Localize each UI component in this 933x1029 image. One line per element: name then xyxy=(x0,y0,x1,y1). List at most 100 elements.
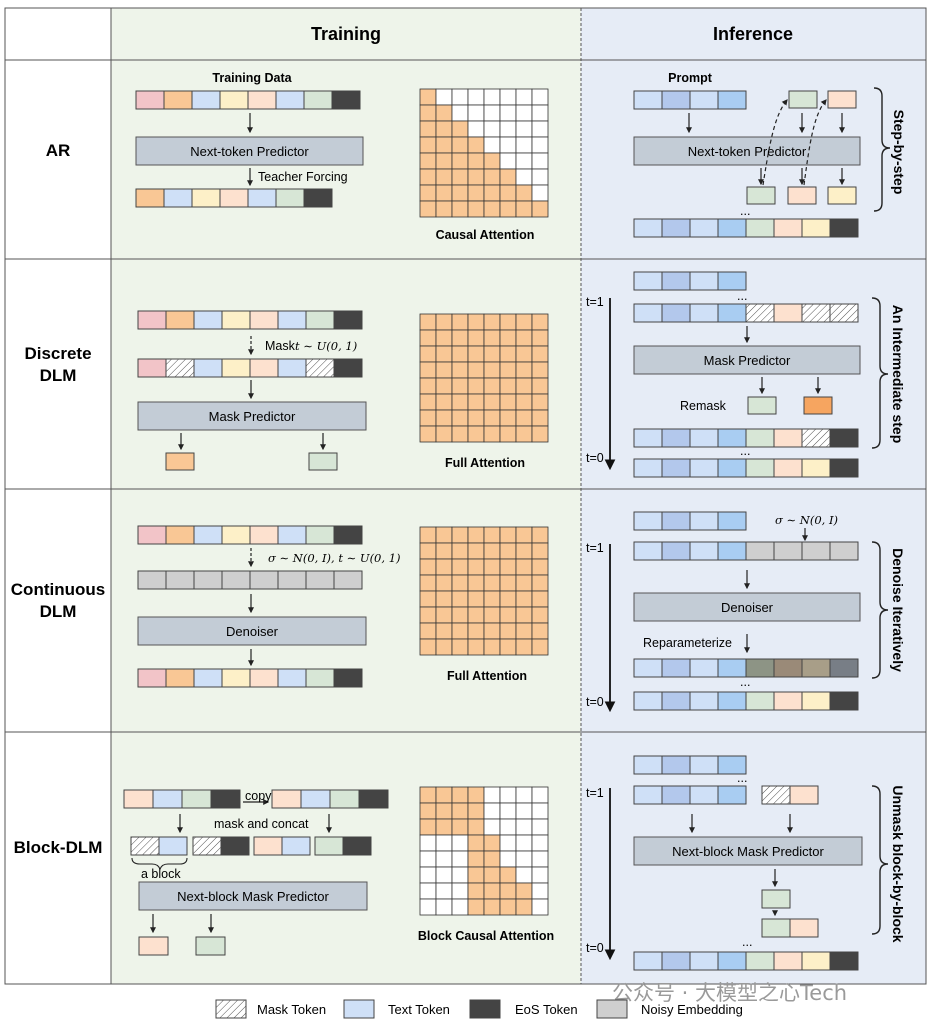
token-yellow xyxy=(221,668,251,688)
attention-cell-on xyxy=(451,606,469,624)
continuous-ellipsis: ... xyxy=(740,675,750,689)
attention-cell-off xyxy=(531,184,549,202)
attention-cell-on xyxy=(499,622,517,640)
attention-cell-on xyxy=(419,136,437,154)
row-label-block: Block-DLM xyxy=(14,838,103,857)
token-green xyxy=(745,458,775,478)
attention-cell-on xyxy=(435,526,453,544)
token-noisy xyxy=(773,541,803,561)
discrete-masked-tokens xyxy=(137,358,363,378)
token-blue xyxy=(193,358,223,378)
block-inf-pred-token xyxy=(761,889,791,909)
attention-cell-off xyxy=(435,834,453,852)
attention-cell-on xyxy=(499,345,517,363)
attention-cell-on xyxy=(515,329,533,347)
attention-cell-on xyxy=(451,393,469,411)
legend-eos-swatch xyxy=(469,999,501,1019)
row-label-continuous-2: DLM xyxy=(40,602,77,621)
discrete-side-label: An Intermediate step xyxy=(890,305,906,443)
attention-cell-on xyxy=(467,200,485,218)
token-blue xyxy=(689,90,719,110)
token-blue xyxy=(277,310,307,330)
attention-cell-on xyxy=(451,120,469,138)
token-blue3 xyxy=(717,458,747,478)
token-blue xyxy=(633,691,663,711)
block-ellipsis-top: ... xyxy=(737,771,747,785)
token-eos xyxy=(342,836,372,856)
attention-cell-off xyxy=(515,120,533,138)
attention-cell-off xyxy=(499,152,517,170)
attention-cell-off xyxy=(451,104,469,122)
continuous-inf-noisy-tokens xyxy=(633,541,859,561)
token-blue xyxy=(193,668,223,688)
token-blue3 xyxy=(717,755,747,775)
continuous-noise-math: σ ∼ N(0, I), t ∼ U(0, 1) xyxy=(268,551,401,565)
token-blue xyxy=(633,755,663,775)
attention-cell-on xyxy=(515,542,533,560)
token-blue xyxy=(633,218,663,238)
attention-cell-on xyxy=(499,409,517,427)
attention-cell-on xyxy=(499,361,517,379)
attention-cell-on xyxy=(451,409,469,427)
token-mask xyxy=(801,428,831,448)
attention-cell-off xyxy=(419,850,437,868)
token-yellow xyxy=(221,525,251,545)
token-blue xyxy=(633,303,663,323)
attention-cell-on xyxy=(515,638,533,656)
attention-cell-on xyxy=(467,638,485,656)
attention-cell-off xyxy=(467,104,485,122)
attention-cell-off xyxy=(515,818,533,836)
token-eos xyxy=(333,358,363,378)
attention-cell-off xyxy=(531,786,549,804)
token-peach xyxy=(249,358,279,378)
discrete-mask-math: t ∼ U(0, 1) xyxy=(295,339,357,353)
attention-cell-off xyxy=(531,120,549,138)
attention-cell-on xyxy=(467,313,485,331)
attention-cell-on xyxy=(451,136,469,154)
attention-cell-on xyxy=(483,638,501,656)
attention-cell-off xyxy=(419,866,437,884)
block-t1-label: t=1 xyxy=(586,786,604,800)
attention-cell-on xyxy=(419,622,437,640)
block-inf-final-tokens xyxy=(633,951,859,971)
attention-cell-on xyxy=(483,425,501,443)
discrete-inf-prompt-tokens xyxy=(633,271,747,291)
token-blue xyxy=(633,271,663,291)
attention-cell-on xyxy=(531,558,549,576)
attention-cell-on xyxy=(483,393,501,411)
continuous-inf-prompt-tokens xyxy=(633,511,747,531)
attention-cell-on xyxy=(419,802,437,820)
attention-cell-on xyxy=(483,622,501,640)
attention-cell-on xyxy=(435,574,453,592)
token-mask xyxy=(130,836,160,856)
attention-cell-on xyxy=(499,882,517,900)
token-blue xyxy=(158,836,188,856)
ar-inference-predictor-label: Next-token Predictor xyxy=(688,144,807,159)
attention-cell-on xyxy=(435,558,453,576)
token-noisy xyxy=(249,570,279,590)
attention-cell-off xyxy=(483,786,501,804)
attention-cell-on xyxy=(467,425,485,443)
attention-cell-off xyxy=(483,88,501,106)
token-brown xyxy=(773,658,803,678)
attention-cell-on xyxy=(451,184,469,202)
discrete-mask-predictor-label: Mask Predictor xyxy=(209,409,296,424)
block-inf-block-tokens xyxy=(761,918,819,938)
attention-cell-on xyxy=(451,377,469,395)
discrete-mask-text: Mask xyxy=(265,339,296,353)
attention-cell-on xyxy=(419,377,437,395)
attention-cell-on xyxy=(419,104,437,122)
discrete-side-brace xyxy=(871,297,889,449)
attention-cell-on xyxy=(515,590,533,608)
block-attention-label: Block Causal Attention xyxy=(418,929,554,943)
attention-cell-on xyxy=(419,88,437,106)
ar-training-predictor-label: Next-token Predictor xyxy=(190,144,309,159)
attention-cell-off xyxy=(531,818,549,836)
legend-text-swatch xyxy=(343,999,375,1019)
ar-side-label: Step-by-step xyxy=(891,110,907,195)
token-yellow xyxy=(801,458,831,478)
attention-cell-on xyxy=(515,377,533,395)
token-green xyxy=(314,836,344,856)
ar-inference-predictor-box xyxy=(633,136,861,166)
